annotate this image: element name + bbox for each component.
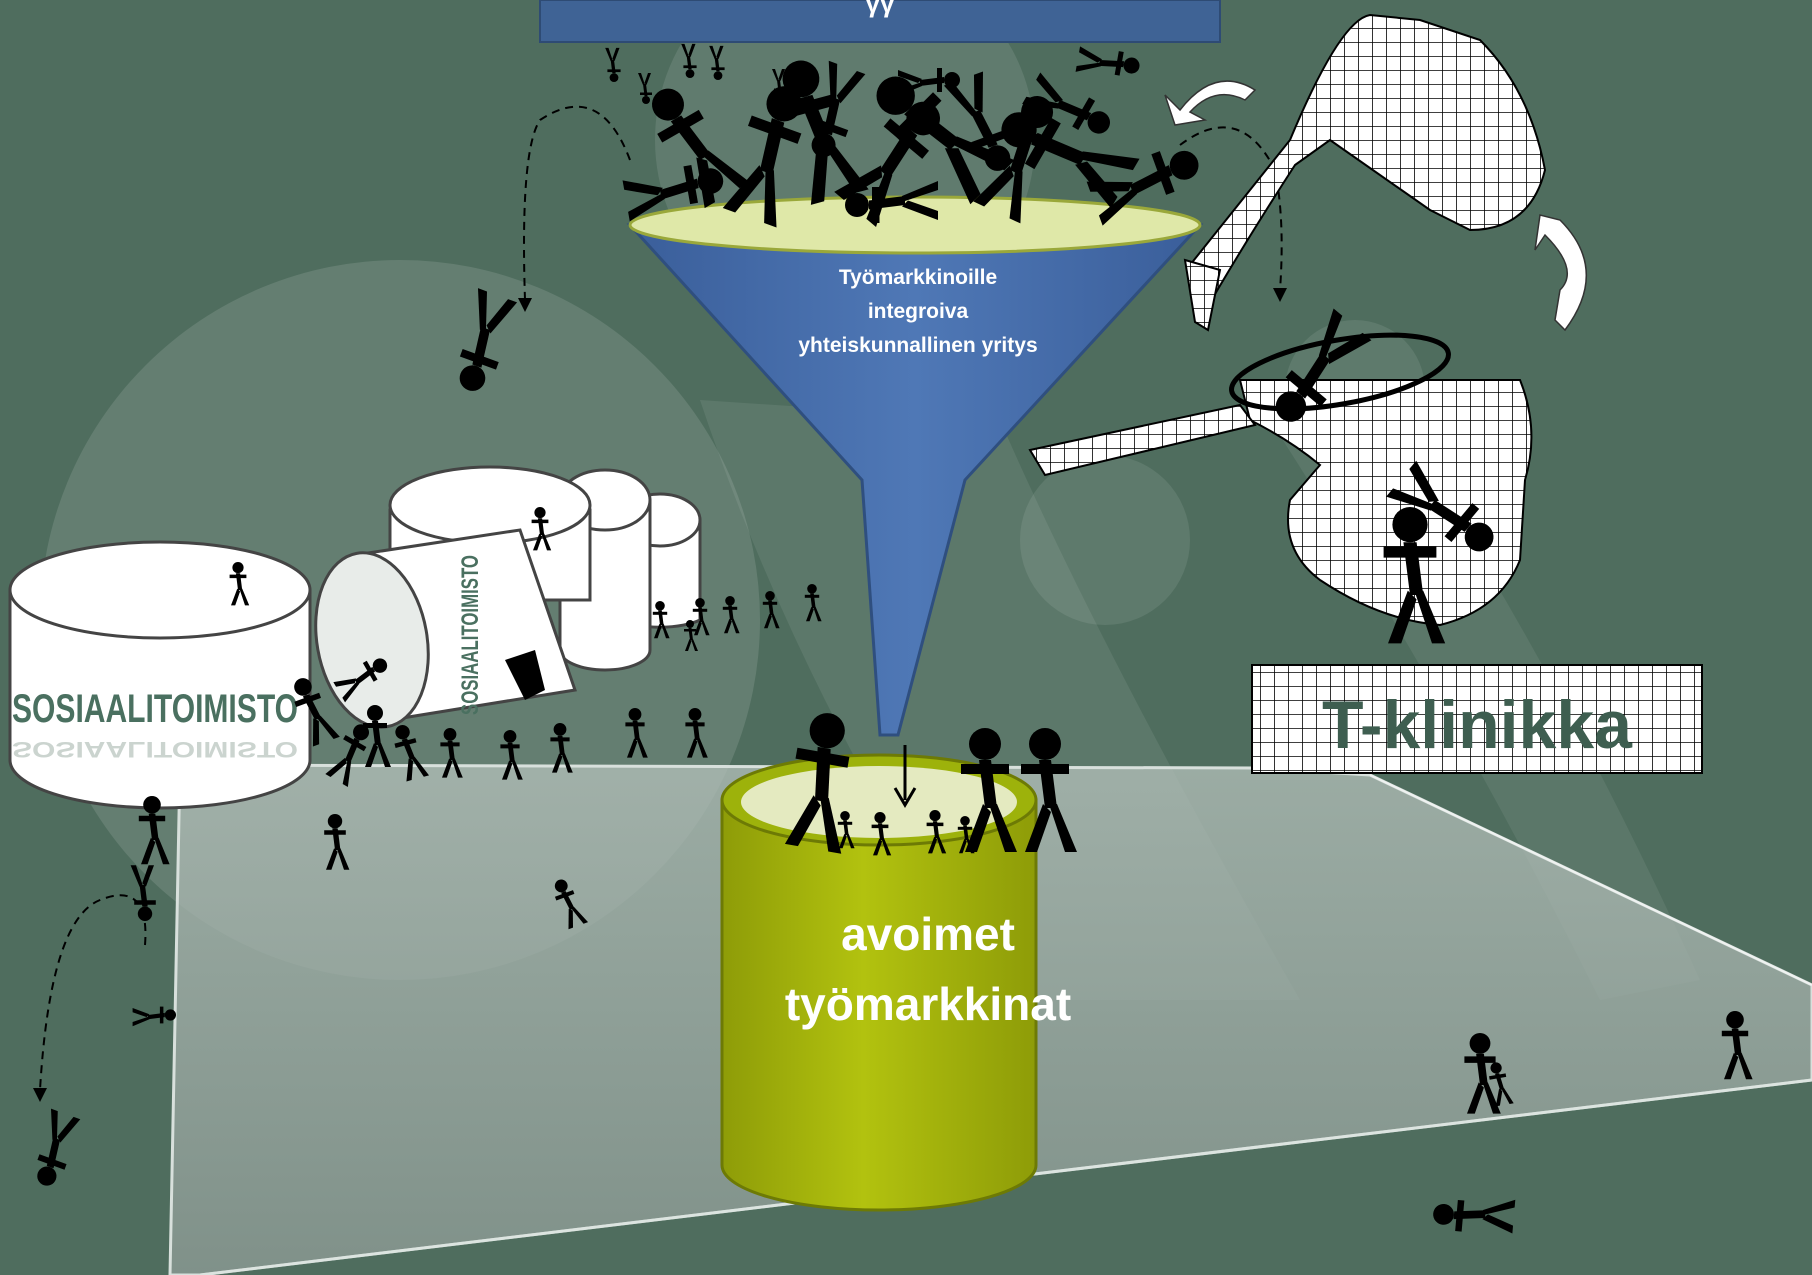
cylinder-label-line2: työmarkkinat	[785, 978, 1071, 1030]
labor-market-cylinder: avoimet työmarkkinat	[720, 753, 1071, 1212]
clinic-label: T-klinikka	[1322, 687, 1633, 763]
social-office-reflection: SOSIAALITOIMISTO	[12, 737, 298, 762]
tilted-office-label: SOSIAALITOIMISTO	[457, 555, 484, 715]
dashed-arrow-heads	[33, 288, 1287, 1102]
header-bar: γγ	[539, 0, 1221, 43]
social-office-label: SOSIAALITOIMISTO	[12, 687, 298, 731]
header-text: γγ	[866, 0, 895, 18]
funnel-label-line2: integroiva	[868, 300, 969, 323]
funnel-label-line1: Työmarkkinoille	[839, 266, 997, 289]
social-office-main: SOSIAALITOIMISTO SOSIAALITOIMISTO	[8, 540, 312, 810]
cylinder-label-line1: avoimet	[841, 908, 1015, 960]
clinic-grid-shapes: T-klinikka	[1028, 13, 1703, 774]
funnel-label-line3: yhteiskunnallinen yritys	[798, 334, 1037, 357]
curved-arrow-icons	[1164, 80, 1587, 332]
funnel-drip-arrow	[893, 745, 917, 808]
